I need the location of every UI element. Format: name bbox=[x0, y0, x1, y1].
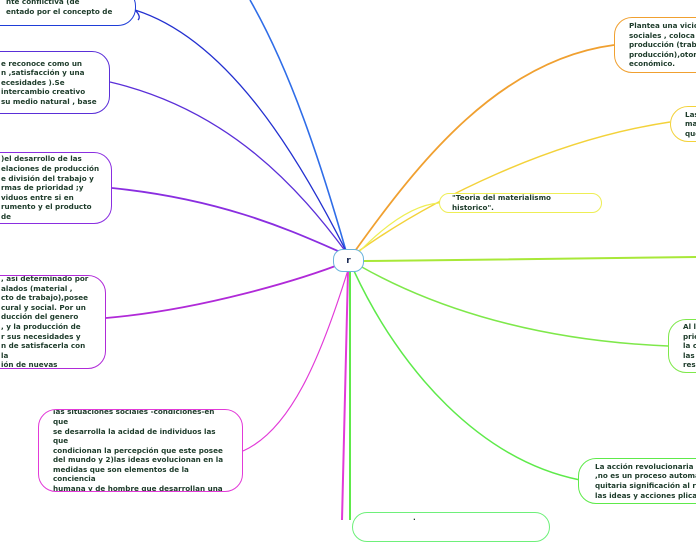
topic-text: , así determinado por alados (material ,… bbox=[1, 275, 89, 369]
connector-lines bbox=[105, 0, 696, 520]
root-label: r bbox=[346, 255, 351, 266]
topic-text: "Teoria del materialismo historico". bbox=[452, 193, 551, 212]
topic-node-plantea[interactable]: Plantea una vicio sociales , coloca prod… bbox=[614, 17, 696, 73]
topic-node-al[interactable]: Al l pric la c las res bbox=[668, 319, 696, 373]
topic-text: Relación entre las ideas y la acción ,1)… bbox=[53, 409, 224, 492]
topic-node-ideas-accion[interactable]: Relación entre las ideas y la acción ,1)… bbox=[38, 409, 243, 492]
topic-text: Al l pric la c las res bbox=[683, 322, 696, 370]
topic-node-conflictiva[interactable]: nte conflictiva (de entado por el concep… bbox=[0, 0, 136, 26]
topic-node-teoria-materialismo[interactable]: "Teoria del materialismo historico". bbox=[439, 193, 602, 213]
topic-text: )el desarrollo de las elaciones de produ… bbox=[1, 154, 100, 221]
topic-node-accion-revolucionaria[interactable]: La acción revolucionaria e ,no es un pro… bbox=[578, 458, 696, 504]
root-node[interactable]: r bbox=[333, 249, 364, 272]
topic-text: La acción revolucionaria e ,no es un pro… bbox=[595, 461, 696, 500]
topic-node-satisfaccion[interactable]: e reconoce como un n ,satisfacción y una… bbox=[0, 51, 110, 114]
topic-node-bottom[interactable]: . bbox=[352, 512, 550, 542]
topic-text: e reconoce como un n ,satisfacción y una… bbox=[1, 58, 97, 106]
topic-node-las[interactable]: Las ma que bbox=[670, 106, 696, 142]
topic-text: nte conflictiva (de entado por el concep… bbox=[6, 0, 113, 16]
topic-node-relaciones-produccion[interactable]: )el desarrollo de las elaciones de produ… bbox=[0, 152, 112, 224]
topic-text: Las ma que bbox=[685, 109, 696, 138]
topic-text: Plantea una vicio sociales , coloca prod… bbox=[629, 21, 696, 69]
topic-node-determinado[interactable]: , así determinado por alados (material ,… bbox=[0, 275, 106, 369]
topic-text: . bbox=[413, 513, 416, 522]
